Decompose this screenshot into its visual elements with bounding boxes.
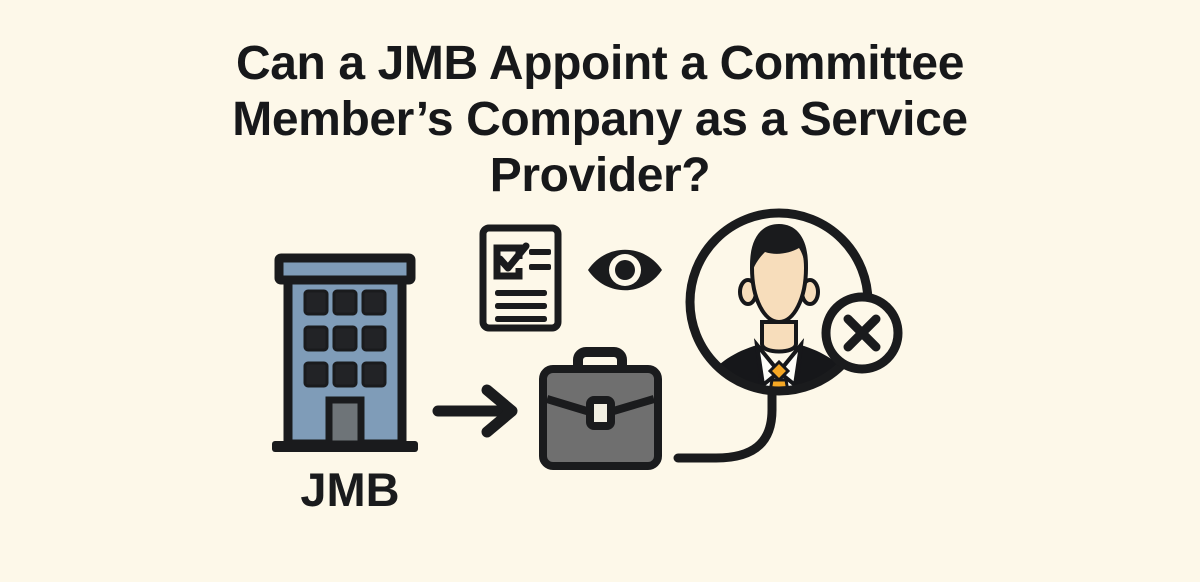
checklist-document-icon bbox=[479, 224, 562, 332]
briefcase-icon bbox=[539, 347, 662, 470]
jmb-caption: JMB bbox=[300, 463, 400, 516]
office-building-icon bbox=[272, 253, 418, 452]
x-circle-icon bbox=[821, 292, 903, 374]
curved-connector-icon bbox=[673, 387, 777, 463]
businessman-avatar-icon bbox=[685, 208, 873, 396]
eye-icon bbox=[588, 249, 662, 291]
arrow-right-icon bbox=[432, 384, 518, 438]
